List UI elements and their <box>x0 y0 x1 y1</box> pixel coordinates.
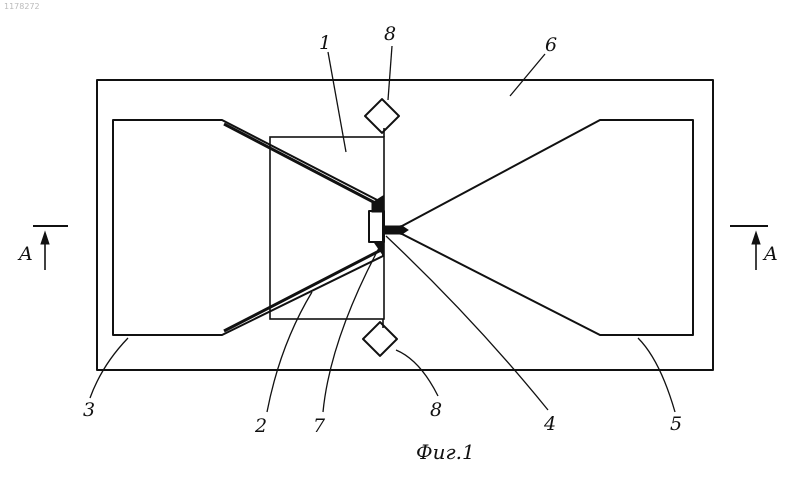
label-8-top: 8 <box>384 23 396 45</box>
label-6: 6 <box>545 34 557 56</box>
label-8-bottom: 8 <box>430 399 442 421</box>
junction-4 <box>384 226 408 234</box>
section-mark-left: A <box>17 226 68 270</box>
leader-8-top <box>388 46 392 100</box>
pad-8-top <box>365 99 399 133</box>
label-1: 1 <box>319 32 331 54</box>
leader-3 <box>90 338 128 398</box>
right-electrode-5 <box>384 120 693 335</box>
pad-8-bottom <box>363 322 397 356</box>
section-label-right: A <box>762 243 778 265</box>
leader-5 <box>638 338 675 412</box>
label-2: 2 <box>254 415 267 437</box>
label-5: 5 <box>670 413 682 435</box>
figure-caption: Фиг.1 <box>416 440 475 464</box>
bolometer-element-7 <box>369 211 384 242</box>
label-3: 3 <box>83 399 95 421</box>
label-7: 7 <box>313 415 326 437</box>
section-label-left: A <box>17 243 33 265</box>
label-4: 4 <box>543 413 556 435</box>
plate-1 <box>270 137 384 319</box>
leader-8-bottom <box>396 350 438 396</box>
section-mark-right: A <box>730 226 778 270</box>
left-electrode-3 <box>113 120 383 335</box>
leader-4 <box>386 236 548 410</box>
document-number: 1178272 <box>4 2 40 11</box>
leader-6 <box>510 54 545 96</box>
